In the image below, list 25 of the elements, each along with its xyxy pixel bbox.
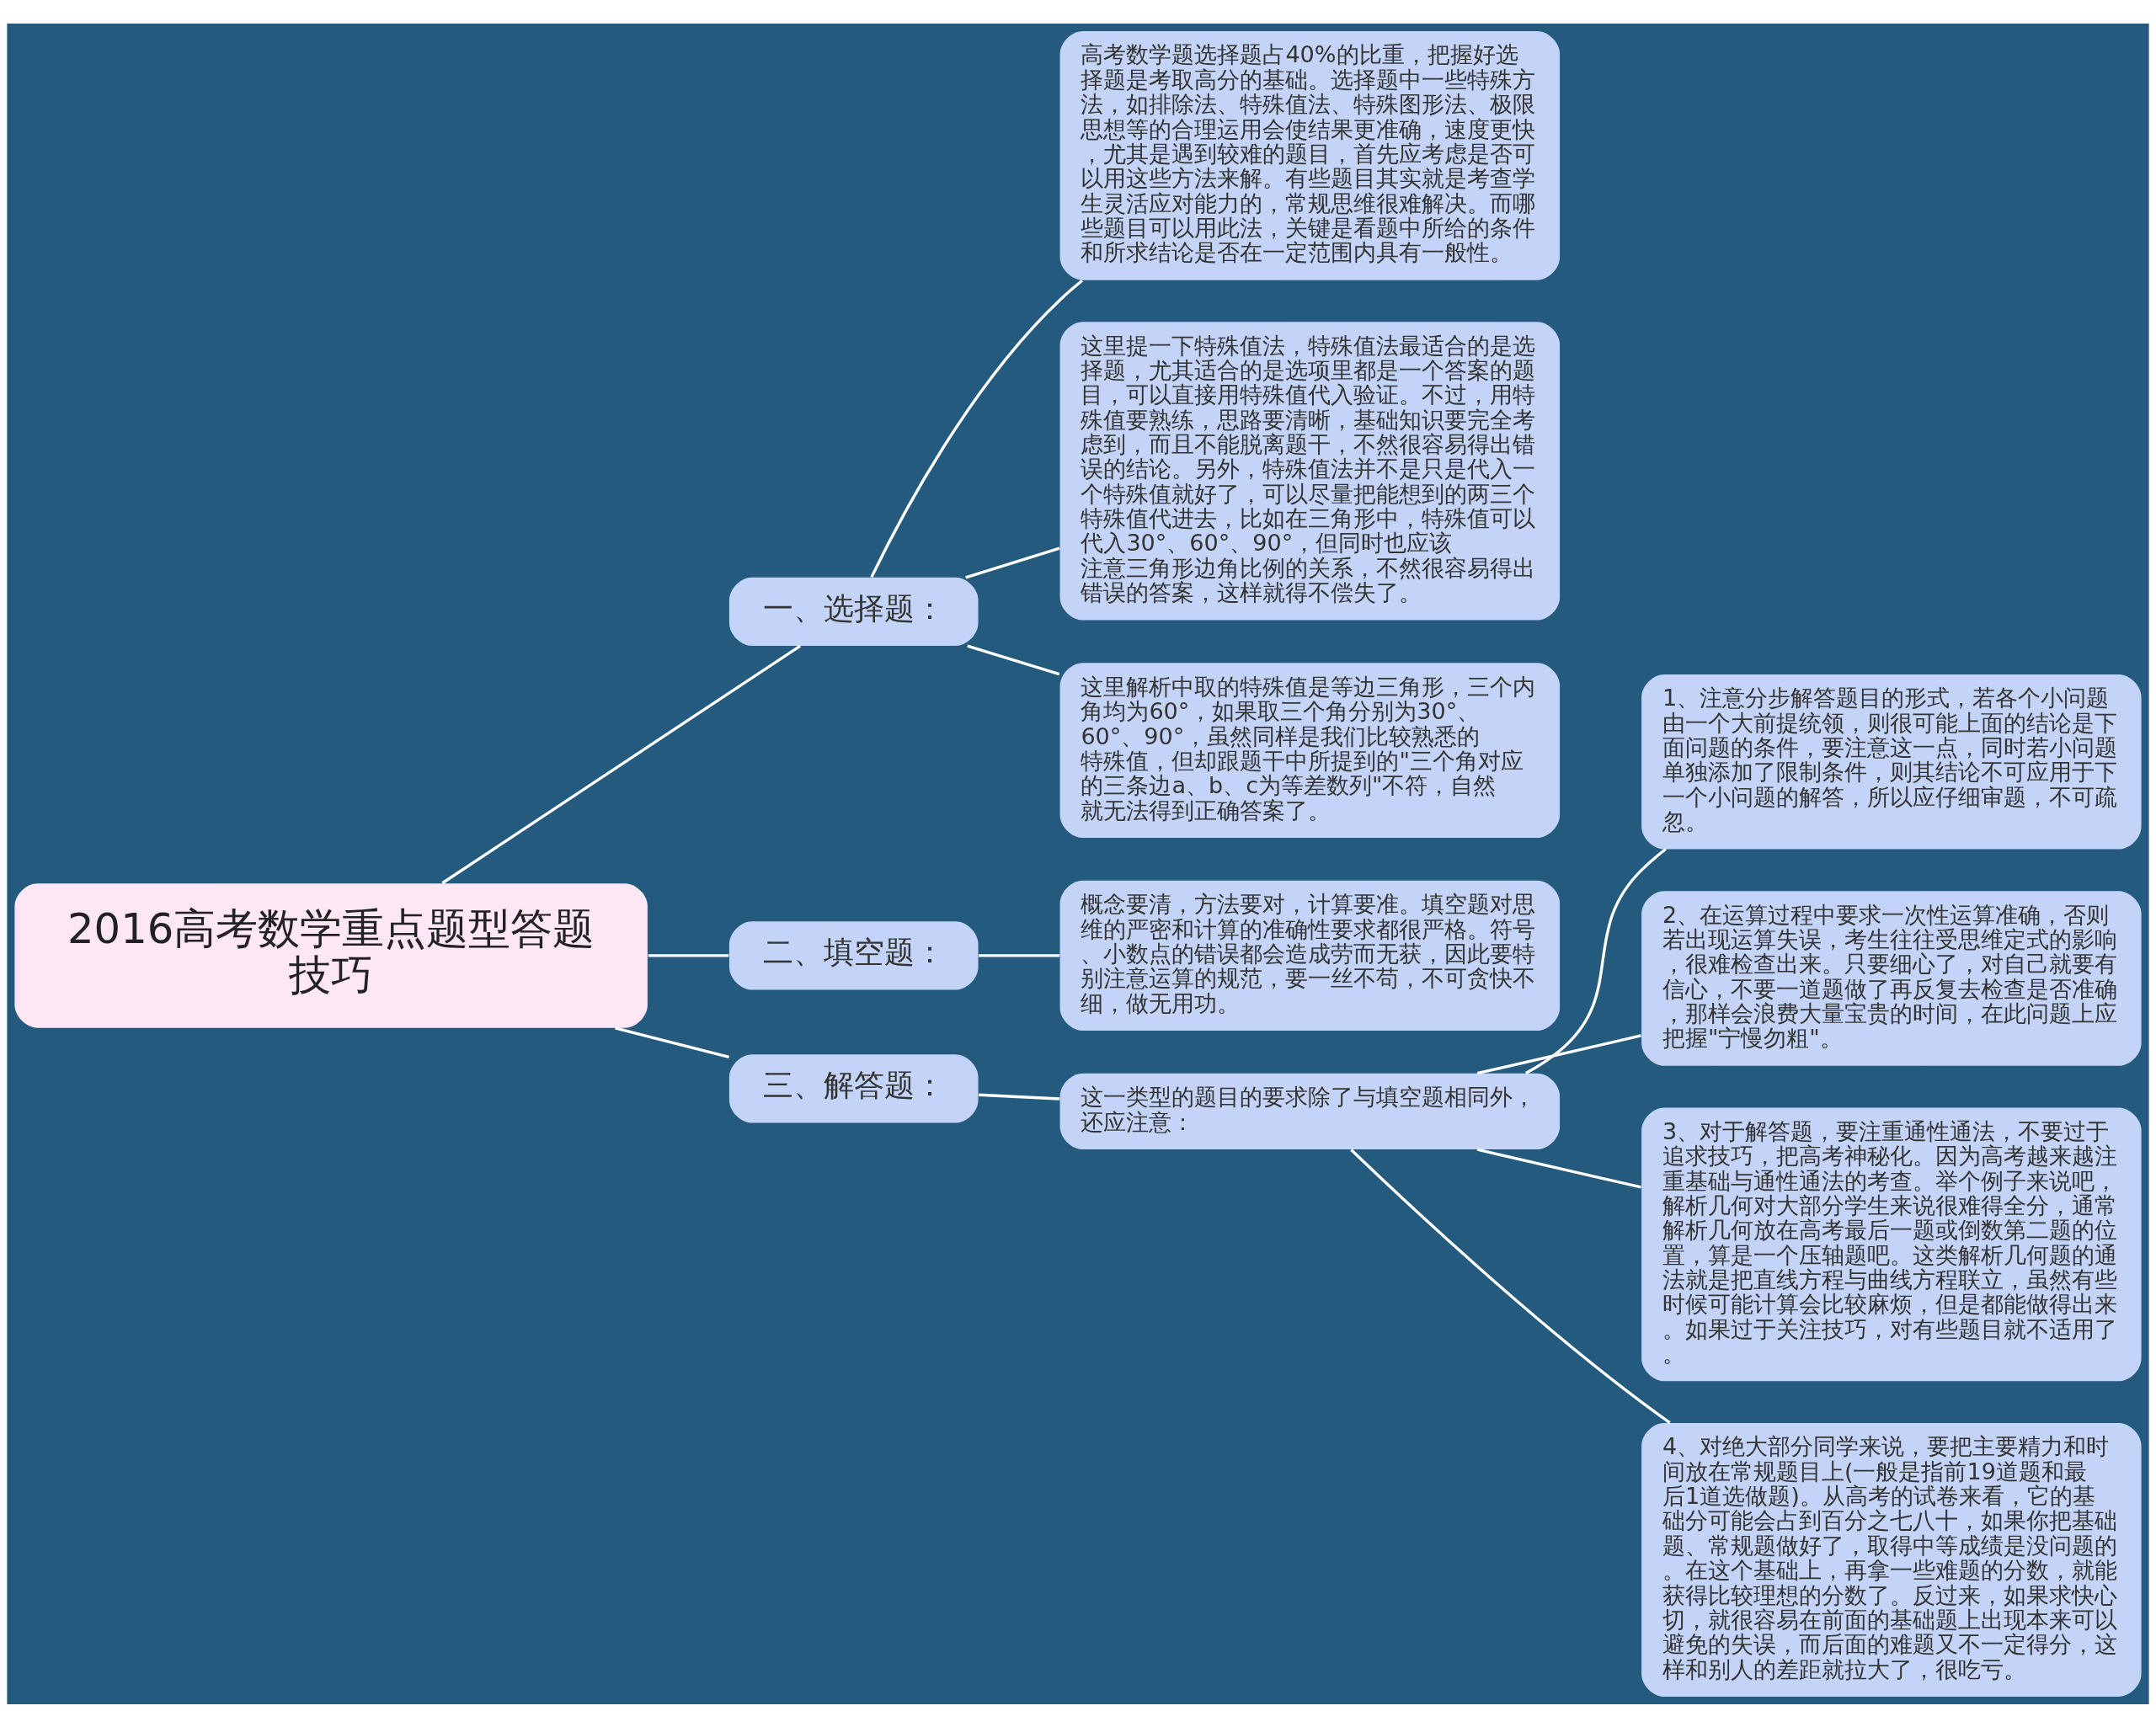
node-box: 2、在运算过程中要求一次性运算准确，否则若出现运算失误，考生往往受思维定式的影响，很难检查出来。只要细心了，对自己就要有信心，不要一道题做了再反复去检查是否准确，那样会浪费大量宝贵的时间，在此问题上应把握"宁慢勿粗"。 <box>1641 890 2142 1066</box>
node-box: 1、注意分步解答题目的形式，若各个小问题由一个大前提统领，则很可能上面的结论是下面问题的条件，要注意这一点，同时若小问题单独添加了限制条件，则其结论不可应用于下一个小问题的解答，所以应仔细审题，不可疏忽。 <box>1641 674 2142 849</box>
node-box: 这里提一下特殊值法，特殊值法最适合的是选择题，尤其适合的是选项里都是一个答案的题目，可以直接用特殊值代入验证。不过，用特殊值要熟练，思路要清晰，基础知识要完全考虑到，而且不能脱离题干，不然很容易得出错误的结论。另外，特殊值法并不是只是代入一个特殊值就好了，可以尽量把能想到的两三个特殊值代进去，比如在三角形中，特殊值可以代入30°、60°、90°，但同时也应该注意三角形边角比例的关系，不然很容易得出错误的答案，这样就得不偿失了。 <box>1059 321 1561 621</box>
node-box: 一、选择题： <box>728 577 979 646</box>
connector <box>1476 1033 1641 1074</box>
connector <box>648 953 729 957</box>
connector <box>441 644 802 884</box>
node-box: 二、填空题： <box>728 920 979 989</box>
connector <box>965 546 1060 578</box>
node-box: 高考数学题选择题占40%的比重，把握好选择题是考取高分的基础。选择题中一些特殊方法，如排除法、特殊值法、特殊图形法、极限思想等的合理运用会使结果更准确，速度更快，尤其是遇到较难的题目，首先应考虑是否可以用这些方法来解。有些题目其实就是考查学生灵活应对能力的，常规思维很难解决。而哪些题目可以用此法，关键是看题中所给的条件和所求结论是否在一定范围内具有一般性。 <box>1059 30 1561 280</box>
connector <box>978 1093 1060 1101</box>
node-box: 4、对绝大部分同学来说，要把主要精力和时间放在常规题目上(一般是指前19道题和最后1道选做题)。从高考的试卷来看，它的基础分可能会占到百分之七八十，如果你把基础题、常规题做好了，取得中等成绩是没问题的。在这个基础上，再拿一些难题的分数，就能获得比较理想的分数了。反过来，如果求快心切，就很容易在前面的基础题上出现本来可以避免的失误，而后面的难题又不一定得分，这样和别人的差距就拉大了，很吃亏。 <box>1641 1422 2142 1697</box>
connector <box>1524 847 1667 1074</box>
node-box: 这一类型的题目的要求除了与填空题相同外，还应注意： <box>1059 1073 1561 1149</box>
connector <box>1476 1148 1641 1189</box>
node-box: 三、解答题： <box>728 1053 979 1122</box>
node-box: 概念要清，方法要对，计算要准。填空题对思维的严密和计算的准确性要求都很严格。符号、小数点的错误都会造成劳而无获，因此要特别注意运算的规范，要一丝不苟，不可贪快不细，做无用功。 <box>1059 880 1561 1031</box>
connector <box>967 644 1060 675</box>
node-box: 3、对于解答题，要注重通性通法，不要过于追求技巧，把高考神秘化。因为高考越来越注重基础与通性通法的考查。举个例子来说吧，解析几何对大部分学生来说很难得全分，通常解析几何放在高考最后一题或倒数第二题的位置，算是一个压轴题吧。这类解析几何题的通法就是把直线方程与曲线方程联立，虽然有些时候可能计算会比较麻烦，但是都能做得出来。如果过于关注技巧，对有些题目就不适用了。 <box>1641 1106 2142 1381</box>
connector <box>979 953 1060 957</box>
connector <box>870 279 1083 578</box>
node-box: 这里解析中取的特殊值是等边三角形，三个内角均为60°，如果取三个角分别为30°、60°、90°，虽然同样是我们比较熟悉的特殊值，但却跟题干中所提到的"三个角对应的三条边a、b、c为等差数列"不符，自然就无法得到正确答案了。 <box>1059 662 1561 838</box>
connector <box>615 1026 729 1058</box>
node-box: 2016高考数学重点题型答题技巧 <box>14 882 648 1028</box>
connector <box>1350 1148 1671 1424</box>
